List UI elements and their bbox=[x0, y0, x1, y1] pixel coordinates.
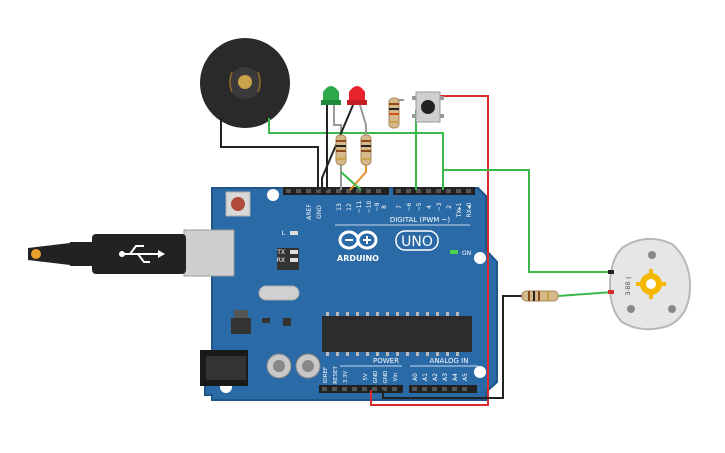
usb-cable bbox=[28, 243, 70, 265]
usb-symbol-icon bbox=[122, 245, 158, 263]
wire-led-signal[interactable] bbox=[340, 171, 362, 191]
led-l-label: L bbox=[282, 230, 286, 237]
arduino-logo bbox=[338, 230, 378, 250]
pin-label: 13 bbox=[336, 203, 343, 211]
motor-gear-icon bbox=[636, 269, 666, 299]
pin-label: RX◂0 bbox=[466, 202, 473, 217]
mounting-hole bbox=[474, 366, 486, 378]
pin-label: ~10 bbox=[366, 200, 373, 213]
on-label: ON bbox=[462, 250, 471, 257]
uno-badge bbox=[395, 230, 439, 251]
dc-motor[interactable]: Ǝ‑BB ∤ bbox=[608, 237, 692, 331]
red-led[interactable] bbox=[347, 86, 367, 105]
led-tx-label: TX bbox=[276, 249, 285, 256]
pin-label: AREF bbox=[306, 204, 313, 220]
mounting-hole bbox=[267, 189, 279, 201]
pin-label: ~3 bbox=[436, 202, 443, 211]
wire-red-led-cathode[interactable] bbox=[321, 104, 354, 190]
power-jack[interactable] bbox=[200, 350, 248, 386]
digital-header-right[interactable] bbox=[393, 187, 475, 195]
header-sockets bbox=[286, 189, 471, 391]
uno-label: UNO bbox=[401, 234, 433, 250]
wire-buzzer-gnd[interactable] bbox=[220, 118, 319, 190]
mounting-hole bbox=[474, 252, 486, 264]
digital-pin-labels: AREF GND 13 12 ~11 ~10 ~9 8 7 ~6 ~5 4 ~3… bbox=[306, 200, 473, 219]
led-l-indicator bbox=[290, 231, 298, 235]
pin-label: A0 bbox=[412, 373, 419, 381]
pin-label: A3 bbox=[442, 373, 449, 381]
pin-label: A5 bbox=[462, 373, 469, 381]
pin-label: TX▸1 bbox=[456, 203, 463, 219]
pin-label: GND bbox=[383, 371, 389, 384]
pin-label: GND bbox=[373, 371, 379, 384]
pin-label: 7 bbox=[396, 205, 403, 209]
green-led[interactable] bbox=[321, 86, 341, 105]
pin-label: Vin bbox=[393, 372, 399, 381]
push-button[interactable] bbox=[412, 91, 444, 123]
led-rx-indicator bbox=[290, 258, 298, 262]
power-header[interactable] bbox=[319, 385, 403, 393]
reset-button-cap[interactable] bbox=[231, 197, 245, 211]
usb-port bbox=[183, 229, 235, 277]
wire-buzzer-signal[interactable] bbox=[268, 118, 444, 190]
pin-label: A1 bbox=[422, 373, 429, 381]
led-rx-label: RX bbox=[277, 257, 285, 264]
pin-label: RESET bbox=[333, 366, 339, 384]
pin-label: ~9 bbox=[374, 202, 381, 211]
wire-motor-signal[interactable] bbox=[442, 169, 613, 273]
motor-label: Ǝ‑BB ∤ bbox=[625, 276, 632, 295]
chip-pins bbox=[326, 312, 459, 356]
atmega-chip bbox=[322, 316, 472, 352]
arduino-board[interactable]: L TX RX ARDUINO UNO ON DIGITAL (PWM ~) bbox=[204, 187, 498, 401]
pin-label: ~6 bbox=[406, 202, 413, 211]
arduino-brand-label: ARDUINO bbox=[337, 254, 379, 263]
pin-label: A4 bbox=[452, 373, 459, 381]
led-tx-indicator bbox=[290, 250, 298, 254]
pin-label: 12 bbox=[346, 203, 353, 211]
pin-label: GND bbox=[316, 205, 323, 219]
pin-label: 4 bbox=[426, 205, 433, 209]
analog-header-label: ANALOG IN bbox=[430, 357, 469, 365]
pin-label: ~5 bbox=[416, 202, 423, 211]
wire-5v[interactable] bbox=[370, 95, 489, 406]
pin-label: 8 bbox=[381, 205, 388, 209]
power-led bbox=[450, 250, 458, 254]
pin-label: 3.3V bbox=[343, 371, 349, 384]
power-header-label: POWER bbox=[373, 357, 399, 365]
wires bbox=[220, 95, 614, 406]
crystal-oscillator bbox=[258, 285, 300, 301]
resistor-red-led[interactable] bbox=[360, 134, 372, 166]
resistor-button[interactable] bbox=[388, 97, 400, 129]
wire-motor-gnd[interactable] bbox=[382, 295, 522, 399]
pin-label: ~11 bbox=[356, 200, 363, 213]
pin-label: 5V bbox=[363, 373, 369, 380]
digital-header-label: DIGITAL (PWM ~) bbox=[390, 216, 451, 224]
resistor-motor[interactable] bbox=[521, 290, 559, 302]
push-button-cap[interactable] bbox=[421, 100, 435, 114]
power-pin-labels: IOREF RESET 3.3V 5V GND GND Vin bbox=[323, 366, 399, 384]
resistor-green-led[interactable] bbox=[335, 134, 347, 166]
analog-pin-labels: A0 A1 A2 A3 A4 A5 bbox=[412, 373, 469, 381]
motor-terminal-pos[interactable] bbox=[608, 290, 614, 294]
pin-label: 2 bbox=[446, 205, 453, 209]
buzzer-center-icon bbox=[238, 75, 252, 89]
piezo-buzzer[interactable] bbox=[200, 38, 290, 128]
motor-terminal-neg[interactable] bbox=[608, 270, 614, 274]
wire-motor-resistor[interactable] bbox=[557, 291, 614, 297]
usb-connector[interactable] bbox=[28, 229, 235, 277]
voltage-regulator bbox=[231, 318, 251, 334]
pin-label: IOREF bbox=[323, 367, 329, 383]
pin-label: A2 bbox=[432, 373, 439, 381]
